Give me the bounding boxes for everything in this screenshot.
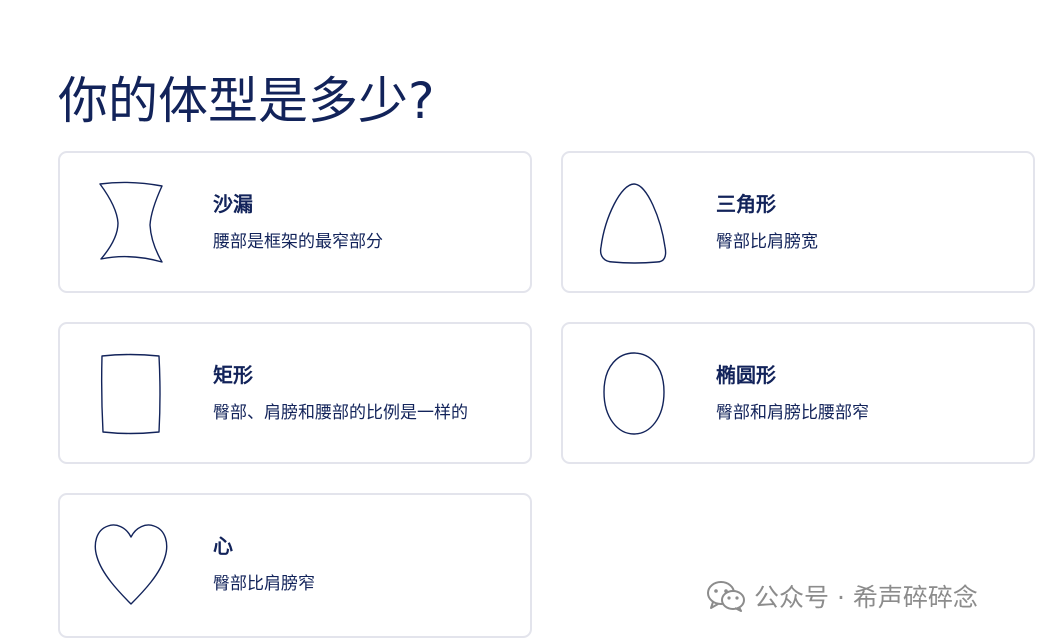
body-type-name: 矩形 — [213, 363, 253, 387]
body-type-name: 心 — [213, 534, 233, 558]
watermark-text: 公众号 · 希声碎碎念 — [754, 583, 978, 612]
body-type-description: 腰部是框架的最窄部分 — [213, 232, 383, 252]
body-type-card-rectangle[interactable]: 矩形 臀部、肩膀和腰部的比例是一样的 — [58, 322, 532, 464]
body-type-card-hourglass[interactable]: 沙漏 腰部是框架的最窄部分 — [58, 151, 532, 293]
body-type-name: 三角形 — [716, 192, 776, 216]
triangle-shape-icon — [593, 177, 675, 267]
body-type-name: 椭圆形 — [716, 363, 776, 387]
body-type-card-oval[interactable]: 椭圆形 臀部和肩膀比腰部窄 — [561, 322, 1035, 464]
body-type-description: 臀部比肩膀窄 — [213, 574, 315, 594]
page-title: 你的体型是多少? — [58, 71, 435, 130]
hourglass-shape-icon — [90, 177, 172, 267]
rectangle-shape-icon — [90, 348, 172, 438]
wechat-icon — [706, 580, 746, 612]
body-type-description: 臀部比肩膀宽 — [716, 232, 818, 252]
oval-shape-icon — [593, 348, 675, 438]
body-type-description: 臀部、肩膀和腰部的比例是一样的 — [213, 403, 468, 423]
body-type-name: 沙漏 — [213, 192, 253, 216]
watermark: 公众号 · 希声碎碎念 — [706, 578, 978, 614]
heart-shape-icon — [90, 519, 172, 609]
body-type-description: 臀部和肩膀比腰部窄 — [716, 403, 869, 423]
body-type-card-heart[interactable]: 心 臀部比肩膀窄 — [58, 493, 532, 638]
body-type-card-triangle[interactable]: 三角形 臀部比肩膀宽 — [561, 151, 1035, 293]
